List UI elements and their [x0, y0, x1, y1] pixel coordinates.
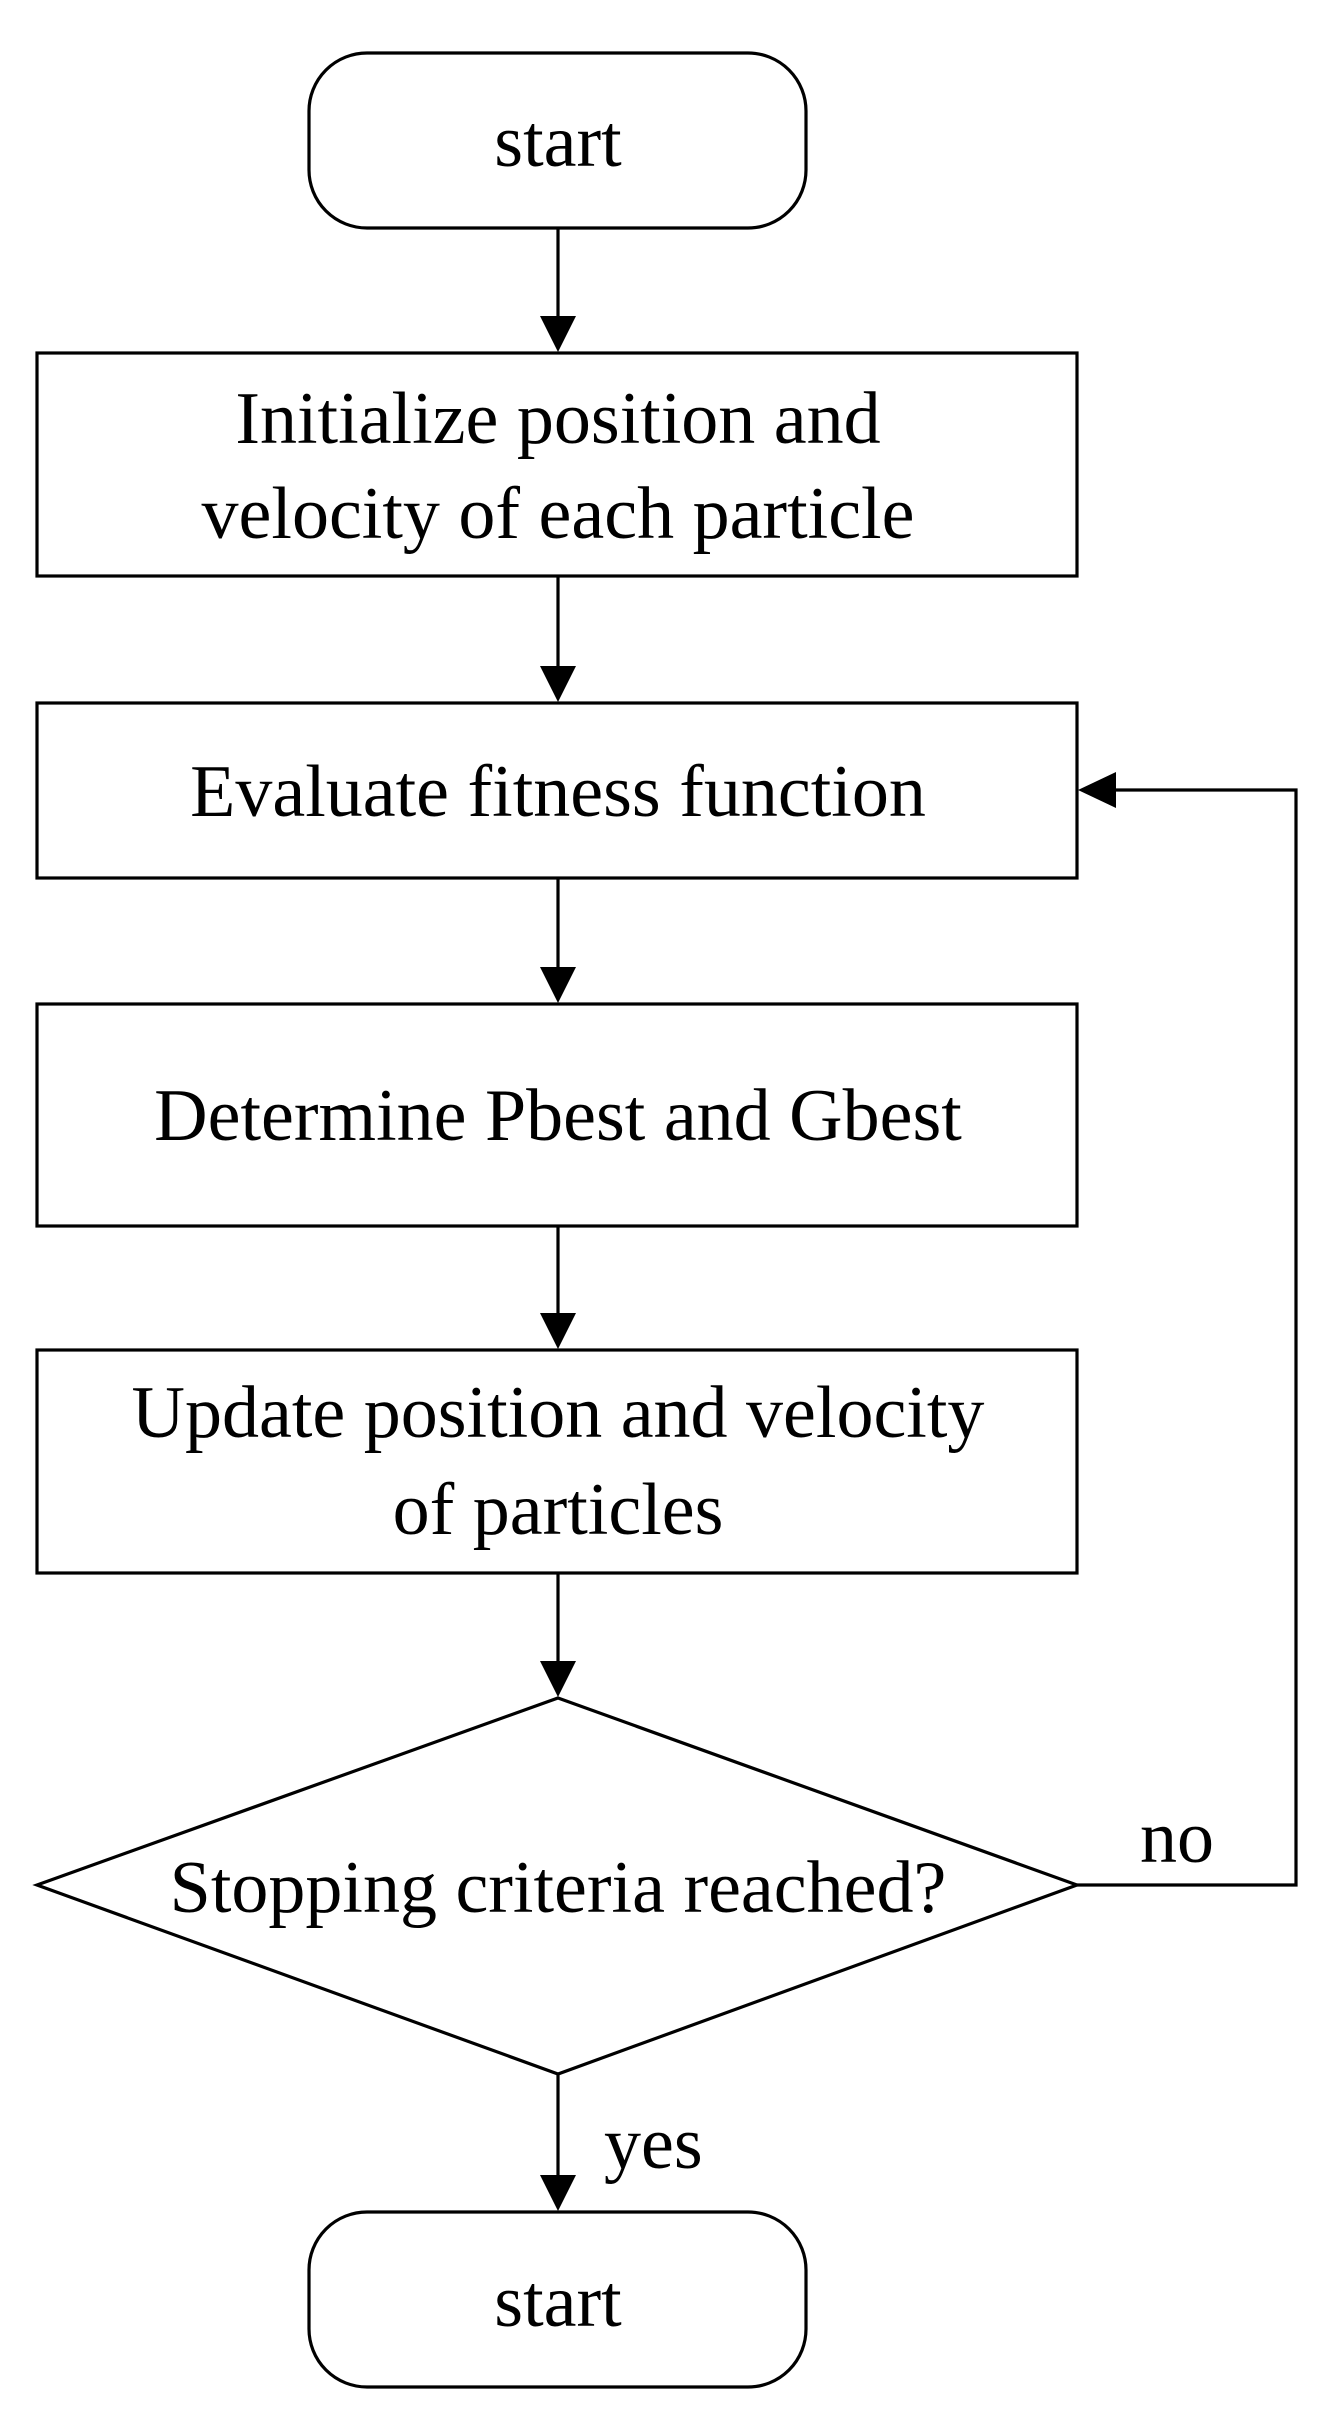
- start-bottom-label: start: [494, 2261, 622, 2343]
- arrow-no-loop-back: [1077, 772, 1298, 1887]
- initialize-label-line-1: Initialize position and: [235, 378, 880, 460]
- start-top-label: start: [494, 101, 622, 183]
- initialize-label-line-2: velocity of each particle: [202, 473, 915, 555]
- start-terminal-top: start: [307, 51, 808, 230]
- initialize-process-box: Initialize position and velocity of each…: [35, 351, 1079, 578]
- arrow-decision-to-end: [540, 2074, 576, 2211]
- start-terminal-bottom: start: [307, 2210, 808, 2389]
- arrow-update-to-decision: [540, 1573, 576, 1697]
- edge-label-yes: yes: [604, 2103, 703, 2185]
- evaluate-process-box: Evaluate fitness function: [35, 701, 1079, 880]
- update-label-line-2: of particles: [393, 1469, 724, 1551]
- determine-process-box: Determine Pbest and Gbest: [35, 1002, 1079, 1228]
- evaluate-label: Evaluate fitness function: [190, 751, 926, 833]
- stopping-criteria-decision: Stopping criteria reached?: [32, 1696, 1082, 2076]
- arrow-evaluate-to-determine: [540, 878, 576, 1003]
- update-process-box: Update position and velocity of particle…: [35, 1348, 1079, 1575]
- determine-label: Determine Pbest and Gbest: [154, 1075, 962, 1157]
- arrow-determine-to-update: [540, 1226, 576, 1349]
- arrow-initialize-to-evaluate: [540, 576, 576, 702]
- update-label-line-1: Update position and velocity: [132, 1372, 985, 1454]
- arrow-start-to-initialize: [540, 228, 576, 352]
- edge-label-no: no: [1140, 1797, 1214, 1879]
- decision-label: Stopping criteria reached?: [170, 1847, 947, 1929]
